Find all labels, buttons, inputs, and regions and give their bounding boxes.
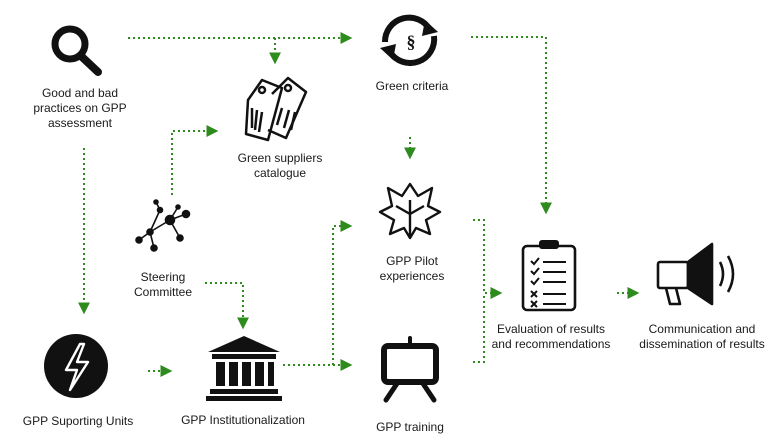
megaphone-icon xyxy=(656,242,735,306)
svg-text:§: § xyxy=(407,32,416,52)
arrow-steering-to-suppliers xyxy=(171,125,219,195)
label-gpp-training: GPP training xyxy=(376,420,444,434)
lightning-icon xyxy=(44,334,108,398)
price-tags-icon xyxy=(244,76,308,142)
network-icon xyxy=(135,199,191,252)
arrow-training-to-evaluation xyxy=(473,293,485,363)
arrow-pilot-to-evaluation xyxy=(473,219,503,299)
label-communication: Communication and dissemination of resul… xyxy=(639,322,765,351)
label-evaluation: Evaluation of results and recommendation… xyxy=(491,322,611,351)
leaf-icon xyxy=(378,182,442,240)
label-green-suppliers: Green suppliers catalogue xyxy=(237,151,323,180)
label-gpp-supporting-units: GPP Suporting Units xyxy=(22,414,134,428)
checklist-icon xyxy=(521,240,577,312)
arrow-criteria-to-evaluation xyxy=(471,36,552,215)
arrow-institution-to-pilot xyxy=(283,220,353,366)
label-steering-committee: Steering Committee xyxy=(133,270,193,299)
recycle-section-icon: § xyxy=(380,14,438,67)
easel-icon xyxy=(381,336,439,403)
label-gpp-institutionalization: GPP Institutionalization xyxy=(181,413,305,427)
label-good-bad-practices: Good and bad practices on GPP assessment xyxy=(33,86,127,130)
label-green-criteria: Green criteria xyxy=(375,79,449,93)
magnifier-icon xyxy=(51,25,102,76)
label-gpp-pilot: GPP Pilot experiences xyxy=(379,254,445,283)
institution-icon xyxy=(206,336,282,401)
